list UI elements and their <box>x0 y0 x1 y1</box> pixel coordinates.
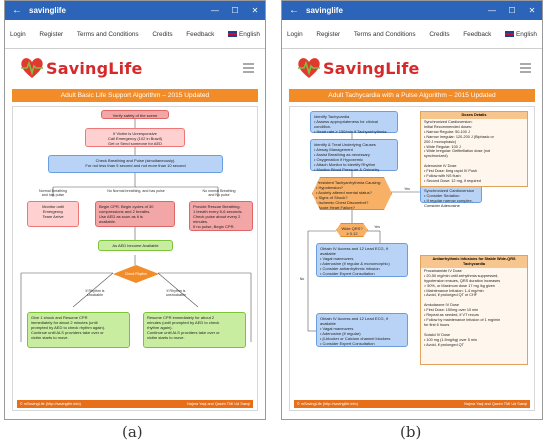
app-title: savinglife <box>306 6 343 15</box>
app-window-a: ← savinglife — ☐ ✕ Login Register Terms … <box>4 0 266 420</box>
caption-b: (b) <box>400 423 422 441</box>
step-iv-wide: Obtain IV Access and 12 Lead ECG, if ava… <box>316 243 408 277</box>
doses-heading: Doses Details <box>421 112 527 119</box>
chart-footer: © mSavingLife (http://savinglife.info) N… <box>294 400 530 408</box>
step-give-shock: Give 1 shock and Resume CPR immediately … <box>27 312 130 348</box>
step-unresponsive: If Victim is Unresponsive Call Emergency… <box>85 128 185 147</box>
brand-header: SavingLife <box>282 49 542 89</box>
nav-login[interactable]: Login <box>287 30 303 38</box>
uk-flag-icon <box>505 31 515 37</box>
footer-credit: © mSavingLife (http://savinglife.info) <box>20 401 81 406</box>
top-nav: Login Register Terms and Conditions Cred… <box>5 20 265 49</box>
label-shockable: If Rhythm is shockable <box>85 289 105 298</box>
nav-credits[interactable]: Credits <box>152 30 173 38</box>
footer-authors: Najma Yaqi and Qasim TMI Ud Saeqi <box>464 401 527 406</box>
minimize-button[interactable]: — <box>211 6 219 15</box>
step-iv-narrow: Obtain IV Access and 12 Lead ECG, if ava… <box>316 313 408 347</box>
minimize-button[interactable]: — <box>488 6 496 15</box>
antiarrhythmic-panel: Antiarrhythmic Infusions for Stable Wide… <box>420 255 528 365</box>
uk-flag-icon <box>228 31 238 37</box>
label-no-wide: No <box>299 277 305 281</box>
nav-feedback[interactable]: Feedback <box>463 30 492 38</box>
label-normal-breathing: Normal Breathing and has pulse <box>39 189 67 198</box>
step-begin-cpr: Begin CPR. Begin cycles of 30 compressio… <box>95 201 175 227</box>
language-selector[interactable]: English <box>505 31 537 38</box>
step-wide-qrs: Wide QRS? ≥ 0.12 Seconds <box>336 223 368 237</box>
app-window-b: ← savinglife — ☐ ✕ Login Register Terms … <box>281 0 543 420</box>
close-button[interactable]: ✕ <box>251 6 259 15</box>
step-check-breathing: Check Breathing and Pulse (simultaneousl… <box>48 155 223 173</box>
nav-terms[interactable]: Terms and Conditions <box>353 30 416 38</box>
step-resume-cpr: Resume CPR immediately for about 2 minut… <box>143 312 246 348</box>
step-rescue-breathing: Provide Rescue Breathing. 1 breath every… <box>189 201 253 231</box>
arrow-left-icon[interactable]: ← <box>289 5 299 16</box>
algorithm-chart: Identify Tachycardia • Assess appropriat… <box>289 106 535 411</box>
language-label: English <box>516 30 537 38</box>
step-aed-available: As AED become Available <box>98 240 173 251</box>
language-selector[interactable]: English <box>228 31 260 38</box>
step-check-rhythm: Check Rhythm <box>113 265 159 283</box>
app-title: savinglife <box>29 6 66 15</box>
step-verify-scene: Verify safety of the scene <box>101 110 169 119</box>
logo-text: SavingLife <box>46 59 143 78</box>
label-yes-wide: Yes <box>374 225 380 229</box>
doses-details-panel: Doses Details Synchronized Cardioversion… <box>420 111 528 187</box>
check-rhythm-label: Check Rhythm <box>124 271 148 276</box>
nav-register[interactable]: Register <box>316 30 341 38</box>
chart-footer: © mSavingLife (http://savinglife.info) N… <box>17 400 253 408</box>
nav-feedback[interactable]: Feedback <box>186 30 215 38</box>
nav-credits[interactable]: Credits <box>429 30 450 38</box>
heart-pulse-icon <box>21 58 43 78</box>
flow-arrows <box>307 133 420 332</box>
brand-header: SavingLife <box>5 49 265 89</box>
caption-a: (a) <box>122 423 143 441</box>
step-persistent-tachy: Persistent Tachyarrhythmia Causing: • Hy… <box>312 177 392 210</box>
heart-pulse-icon <box>298 58 320 78</box>
maximize-button[interactable]: ☐ <box>508 6 516 15</box>
title-bar: ← savinglife — ☐ ✕ <box>282 1 542 20</box>
step-treat-causes: Identify & Treat Underlying Causes • Air… <box>310 139 398 172</box>
label-yes-persistent: Yes <box>404 187 410 191</box>
nav-login[interactable]: Login <box>10 30 26 38</box>
antiarrhythmic-body: Procainamide IV Dose • 20-50 mg/min unti… <box>424 268 501 347</box>
hamburger-menu-icon[interactable] <box>243 63 254 75</box>
nav-register[interactable]: Register <box>39 30 64 38</box>
label-unshockable: If Rhythm is unshockable <box>165 289 187 298</box>
top-nav: Login Register Terms and Conditions Cred… <box>282 20 542 49</box>
language-label: English <box>239 30 260 38</box>
algorithm-title: Adult Basic Life Support Algorithm – 201… <box>12 89 258 102</box>
step-monitor: Monitor until Emergency Team Arrive <box>27 201 79 227</box>
step-sync-cardioversion: Synchronized Cardioversion • Consider Se… <box>420 185 482 208</box>
maximize-button[interactable]: ☐ <box>231 6 239 15</box>
algorithm-title: Adult Tachycardia with a Pulse Algorithm… <box>289 89 535 102</box>
footer-authors: Najma Yaqi and Qasim TMI Ud Saeqi <box>187 401 250 406</box>
hamburger-menu-icon[interactable] <box>520 63 531 75</box>
arrow-left-icon[interactable]: ← <box>12 5 22 16</box>
flow-arrows <box>20 119 252 342</box>
close-button[interactable]: ✕ <box>528 6 536 15</box>
footer-credit: © mSavingLife (http://savinglife.info) <box>297 401 358 406</box>
doses-body: Synchronized Cardioversion: Initial Reco… <box>424 119 494 183</box>
logo-text: SavingLife <box>323 59 420 78</box>
step-identify-tachycardia: Identify Tachycardia • Assess appropriat… <box>310 111 398 134</box>
nav-terms[interactable]: Terms and Conditions <box>76 30 139 38</box>
antiarrhythmic-heading: Antiarrhythmic Infusions for Stable Wide… <box>421 256 527 268</box>
title-bar: ← savinglife — ☐ ✕ <box>5 1 265 20</box>
algorithm-chart: Verify safety of the scene If Victim is … <box>12 106 258 411</box>
label-no-normal-breathing: No Normal breathing, and has pulse <box>107 189 165 193</box>
label-no-pulse: No normal Breathing and No pulse <box>202 189 236 198</box>
